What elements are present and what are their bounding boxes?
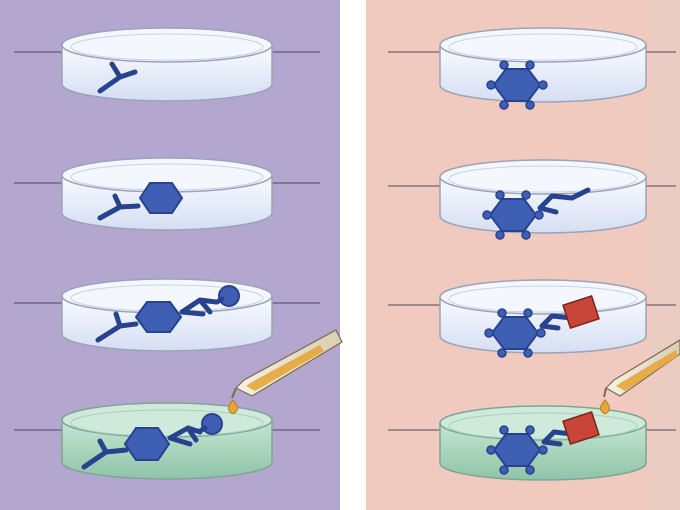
dropper-icon	[600, 339, 680, 415]
right-dish-2	[388, 159, 676, 240]
left-dish-3	[14, 278, 320, 352]
left-dish-1	[14, 27, 320, 102]
antigen-hexagon	[134, 301, 183, 333]
right-edge-shadow	[650, 0, 680, 510]
right-dish-3	[388, 279, 676, 358]
antigen-hexagon	[138, 182, 184, 214]
enzyme-circle	[218, 285, 240, 307]
enzyme-tag	[562, 411, 600, 445]
antibody-icon	[95, 311, 139, 343]
enzyme-tag	[562, 295, 600, 329]
antigen-hexagon	[123, 427, 171, 461]
right-dish-4	[388, 405, 676, 481]
enzyme-antibody-icon	[179, 297, 219, 317]
antigen-hexagon	[486, 60, 548, 110]
antigen-hexagon	[482, 190, 544, 240]
antigen-hexagon	[484, 308, 546, 358]
droplet-icon	[600, 399, 610, 415]
antibody-icon	[81, 438, 129, 470]
antibody-icon	[97, 61, 138, 94]
antigen-hexagon	[486, 425, 548, 475]
enzyme-circle	[201, 413, 223, 435]
enzyme-antibody-icon	[167, 425, 203, 447]
antibody-icon	[97, 193, 141, 221]
antibody-icon	[537, 187, 591, 215]
dropper-icon	[228, 329, 343, 415]
droplet-icon	[228, 399, 238, 415]
left-dish-4	[14, 402, 320, 480]
right-dish-1	[388, 27, 676, 110]
panel-gap	[340, 0, 366, 510]
left-dish-2	[14, 157, 320, 231]
